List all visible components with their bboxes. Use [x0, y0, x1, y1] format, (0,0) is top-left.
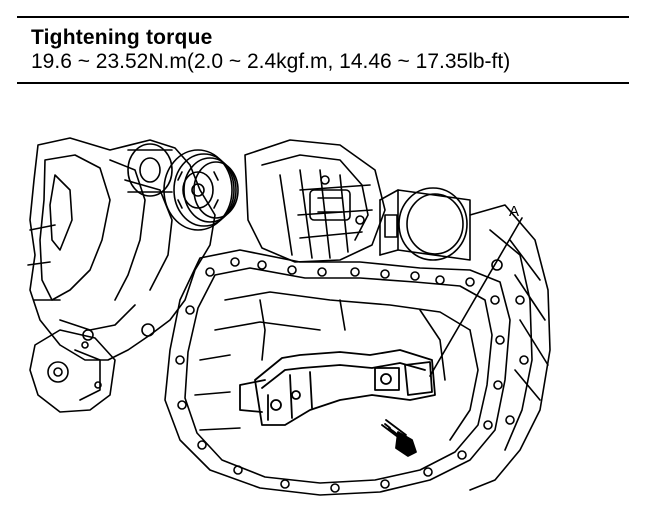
bottom-divider — [17, 82, 629, 84]
torque-spec-box: Tightening torque 19.6 ~ 23.52N.m(2.0 ~ … — [17, 4, 629, 84]
mounting-bolt — [381, 419, 417, 457]
transmission-housing — [469, 204, 551, 491]
crank-pulley — [163, 149, 239, 231]
cylinder-component — [379, 187, 471, 261]
bracket-a — [239, 349, 436, 426]
top-divider — [17, 16, 629, 18]
spec-value: 19.6 ~ 23.52N.m(2.0 ~ 2.4kgf.m, 14.46 ~ … — [31, 50, 511, 73]
spec-title: Tightening torque — [31, 26, 213, 49]
tensioner-pulley — [127, 143, 173, 197]
ac-compressor — [244, 139, 386, 263]
callout-leader-line — [429, 217, 523, 377]
callout-label-a: A — [509, 203, 519, 220]
oil-pan — [164, 249, 511, 496]
engine-block — [27, 137, 216, 413]
